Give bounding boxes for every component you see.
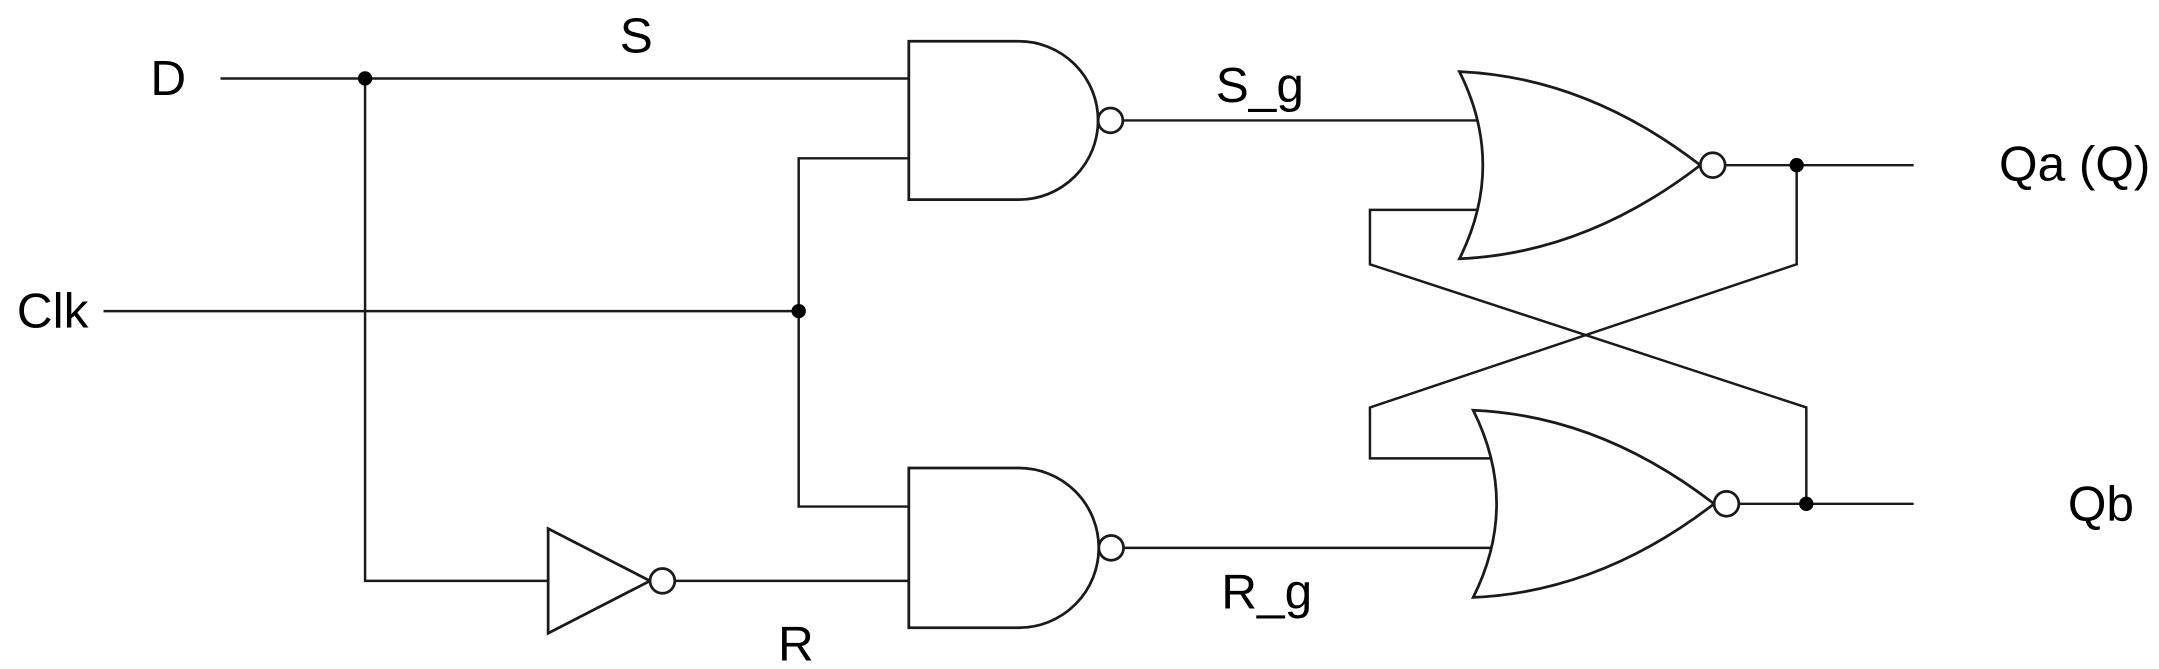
junction-qb-feedback <box>1799 496 1814 511</box>
label-sg-node: S_g <box>1216 57 1304 113</box>
label-qb-output: Qb <box>2068 475 2134 531</box>
nand-gate-bottom-body <box>907 466 1101 630</box>
wire-d-branch-to-not <box>363 78 549 583</box>
wire-clk-to-nand-top <box>797 157 909 312</box>
nand-gate-bottom-bubble-icon <box>1097 534 1125 562</box>
nor-gate-top-body <box>1457 70 1703 261</box>
nor-gate-bottom-bubble-icon <box>1712 490 1741 518</box>
not-gate-body <box>546 526 654 636</box>
nand-gate-top-bubble-icon <box>1096 106 1125 135</box>
junction-d-branch <box>357 71 373 86</box>
junction-clk-branch <box>791 303 806 319</box>
label-s-node: S <box>620 7 653 63</box>
nor-gate-top-bubble-icon <box>1698 151 1727 179</box>
label-rg-node: R_g <box>1221 563 1312 619</box>
not-gate <box>546 526 677 636</box>
label-d-input: D <box>150 50 186 106</box>
not-gate-bubble-icon <box>648 567 677 595</box>
nor-gate-top <box>1457 70 1727 261</box>
label-clk-input: Clk <box>17 283 89 339</box>
label-r-node: R <box>778 616 814 669</box>
wire-clk-to-nand-bottom <box>797 311 909 508</box>
junction-qa-feedback <box>1789 158 1804 173</box>
nor-gate-bottom <box>1470 408 1741 599</box>
nand-gate-top <box>907 39 1125 201</box>
wire-feedback-qa-to-nor-bottom <box>1368 165 1798 460</box>
nor-gate-bottom-body <box>1470 408 1717 599</box>
label-qa-output: Qa (Q) <box>1999 135 2150 191</box>
wire-feedback-qb-to-nor-top <box>1368 208 1808 504</box>
nand-gate-bottom <box>907 466 1125 630</box>
nand-gate-top-body <box>907 39 1100 201</box>
